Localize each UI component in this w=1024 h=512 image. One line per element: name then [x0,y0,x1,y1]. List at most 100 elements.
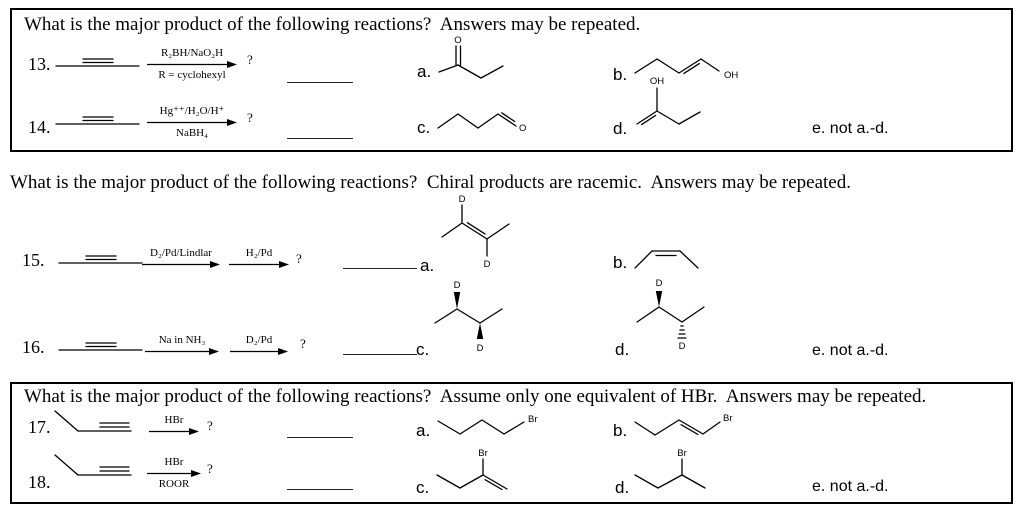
q16-number: 16. [22,337,45,357]
q15-step1: D₂/Pd/Lindlar [140,247,222,269]
option-c2-label: c. [416,340,430,359]
1-bromobutane-structure: Br [437,414,538,435]
deuterium-label: D [459,194,466,205]
q17-number: 17. [28,417,51,437]
1-butyne-structure [54,454,132,476]
q18-reagent-above: HBr [164,456,184,468]
butan-2-one-structure: O [438,35,504,79]
2-3-dideuteriobutane-hash-structure: D D [636,278,705,352]
bromine-label: Br [478,448,488,459]
q18-answer-blank [287,489,353,490]
q15-answer-blank [343,268,417,269]
reaction-arrow-icon [145,347,219,355]
q13-question-mark: ? [247,52,253,67]
deuterium-label: D [477,343,484,354]
bromine-label: Br [528,414,538,425]
reaction-arrow-icon [147,469,201,477]
option-a3-label: a. [416,421,431,440]
option-e1-label: e. not a.-d. [812,120,889,137]
q13-reagents: R₂BH/NaO₂H R = cyclohexyl [143,47,241,81]
section-1-box: What is the major product of the followi… [10,8,1013,152]
q14-answer-blank [287,138,353,139]
solid-wedge-bond [453,292,461,309]
q15-step2: H₂/Pd [228,247,290,269]
q16-question-mark: ? [300,336,306,351]
option-a1-label: a. [417,62,432,81]
q16-step2: D₂/Pd [229,334,289,356]
deuterium-label: D [679,341,686,352]
2-butyne-structure [58,255,143,264]
option-c3-label: c. [416,478,430,497]
q18-reagents: HBr ROOR [145,456,203,490]
hydroxyl-label: OH [724,70,738,81]
option-b2-label: b. [613,253,628,272]
q14-number: 14. [28,117,51,137]
section-3-header: What is the major product of the followi… [24,386,927,407]
solid-wedge-bond [476,323,484,339]
solid-wedge-bond [655,291,663,307]
q15-step1-reagent: D₂/Pd/Lindlar [150,247,212,259]
q16-step1-reagent: Na in NH₃ [158,334,206,346]
q13-reagent-below: R = cyclohexyl [158,68,226,81]
reaction-arrow-icon [230,347,288,355]
q14-reagents: Hg⁺⁺/H₂O/H⁺ NaBH₄ [143,105,241,139]
butanal-structure: O [437,112,526,134]
q18-reagent-below: ROOR [158,477,190,490]
option-d2-label: d. [615,340,630,359]
section-1-header: What is the major product of the followi… [24,14,641,35]
q15-question-mark: ? [296,251,302,266]
section-3-box: What is the major product of the followi… [10,382,1013,504]
2-bromo-1-butene-structure: Br [436,448,508,491]
deuterium-label: D [484,259,491,270]
1-bromo-1-butene-structure: Br [634,413,733,436]
q16-step2-reagent: D₂/Pd [245,334,273,346]
q17-reagents: HBr [147,414,201,436]
trans-2-butene-2-3-d2-structure: D D [441,194,510,270]
option-d3-label: d. [615,478,630,497]
but-1-en-1-ol-structure: OH [634,58,738,81]
q15-step2-reagent: H₂/Pd [245,247,273,259]
reaction-arrow-icon [142,260,220,268]
q14-reagent-below: NaBH₄ [176,126,208,139]
q16-step1: Na in NH₃ [143,334,221,356]
q13-answer-blank [287,82,353,83]
q18-number: 18. [28,472,51,492]
option-a2-label: a. [420,256,435,275]
q18-question-mark: ? [207,461,213,476]
2-butyne-structure [55,116,140,125]
cis-2-butene-structure [634,250,699,269]
hydroxyl-label: OH [650,76,664,87]
q14-question-mark: ? [247,110,253,125]
reaction-arrow-icon [147,118,237,126]
2-3-dideuteriobutane-wedge-structure: D D [434,280,503,354]
bromine-label: Br [677,448,687,459]
hashed-wedge-bond [677,325,687,339]
but-1-en-2-ol-structure: OH [636,76,701,126]
q13-number: 13. [28,54,51,74]
option-b1-label: b. [613,65,628,84]
q14-reagent-above: Hg⁺⁺/H₂O/H⁺ [159,105,225,117]
oxygen-label: O [454,35,461,46]
reaction-arrow-icon [229,260,289,268]
q13-reagent-above: R₂BH/NaO₂H [160,47,224,59]
q17-question-mark: ? [207,418,213,433]
q17-reagent-above: HBr [164,414,184,426]
reaction-arrow-icon [147,60,237,68]
q15-number: 15. [22,250,45,270]
deuterium-label: D [454,280,461,291]
q16-answer-blank [343,354,417,355]
option-d1-label: d. [613,119,628,138]
option-b3-label: b. [613,421,628,440]
2-butyne-structure [55,58,140,67]
reaction-arrow-icon [149,427,199,435]
2-bromobutane-structure: Br [634,448,706,489]
oxygen-label: O [519,123,526,134]
q17-answer-blank [287,437,353,438]
option-e3-label: e. not a.-d. [812,478,889,495]
2-butyne-structure [58,342,143,351]
1-butyne-structure [54,410,132,432]
bromine-label: Br [723,413,733,424]
option-c1-label: c. [417,118,431,137]
section-2-header: What is the major product of the followi… [10,172,851,193]
